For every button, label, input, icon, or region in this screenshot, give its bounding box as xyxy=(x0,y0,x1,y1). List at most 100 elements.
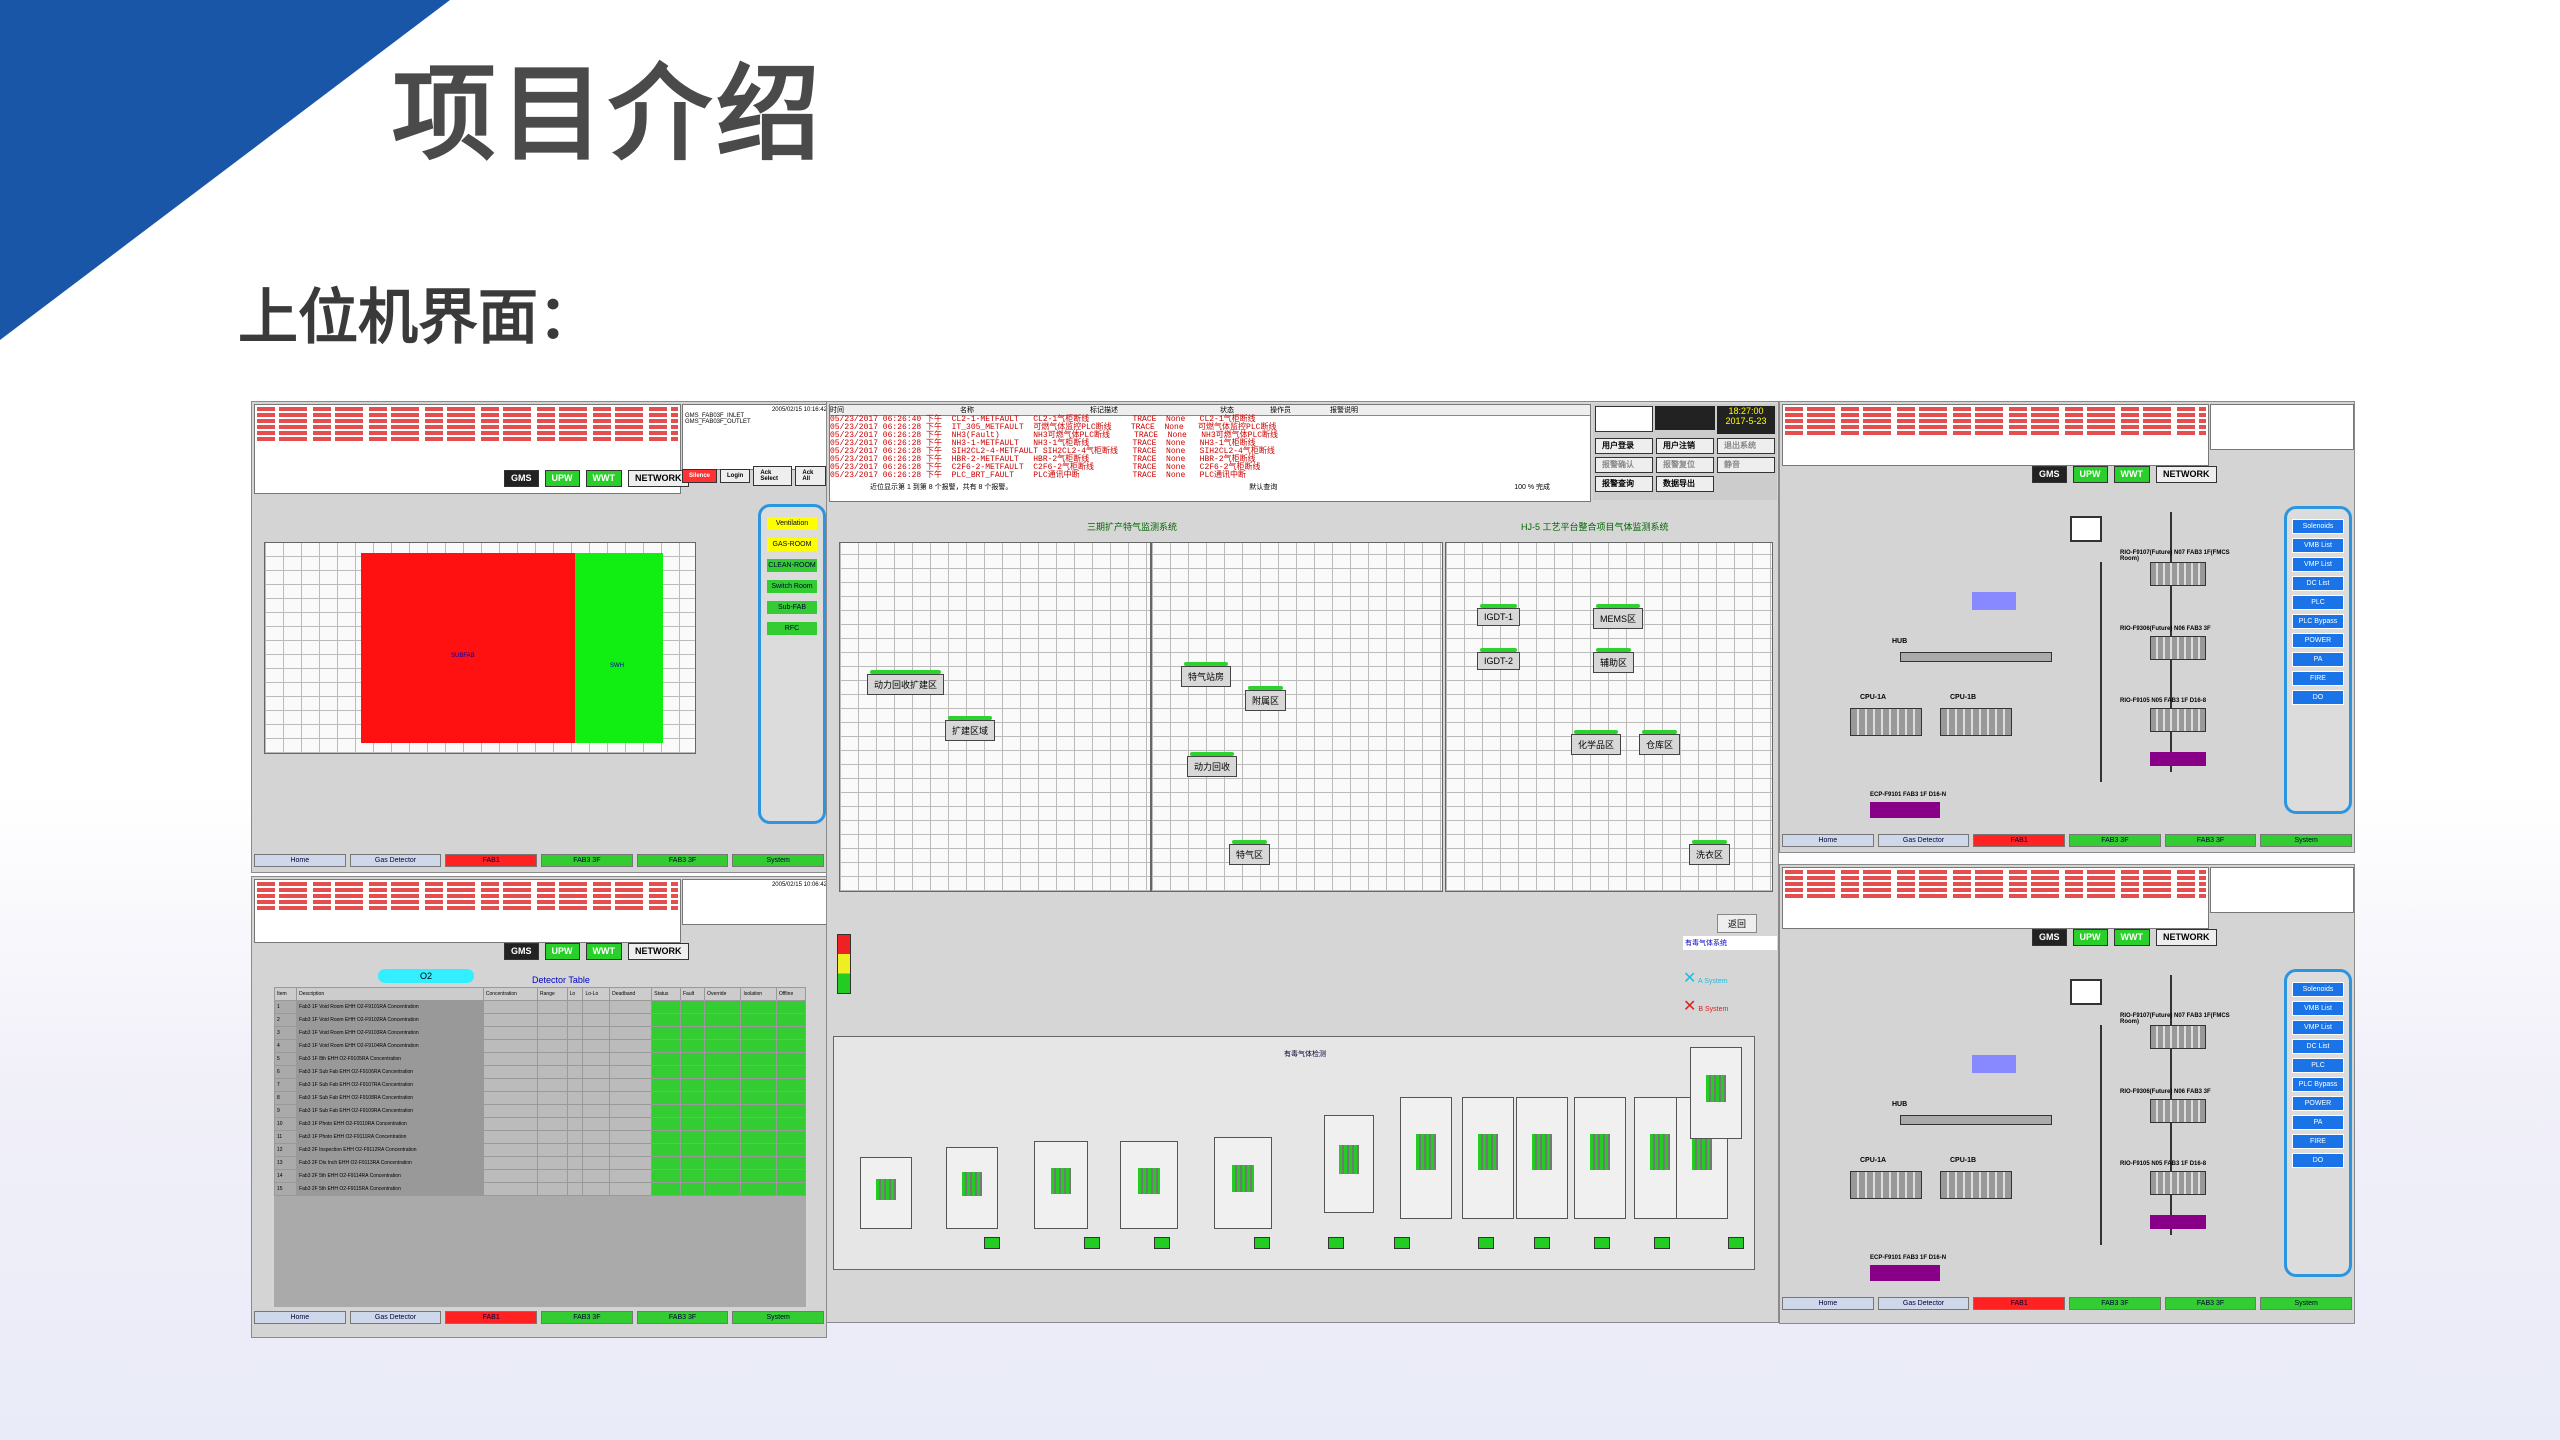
area-tag[interactable]: 动力回收扩建区 xyxy=(867,670,945,695)
network-button[interactable]: NETWORK xyxy=(2156,466,2217,483)
alarm-reset-button[interactable]: 报警复位 xyxy=(1656,457,1714,473)
nav-fab3b[interactable]: FAB3 3F xyxy=(636,1311,729,1324)
sidebar-button[interactable]: PLC Bypass xyxy=(2292,614,2344,629)
network-button[interactable]: NETWORK xyxy=(628,470,689,487)
area-tag[interactable]: 仓库区 xyxy=(1639,730,1681,755)
table-header[interactable]: Deadband xyxy=(609,987,653,1001)
alarm-row[interactable]: 05/23/2017 06:26:28 下午 NH3(Fault) NH3可燃气… xyxy=(830,431,1279,440)
wwt-button[interactable]: WWT xyxy=(2113,929,2151,946)
sidebar-button[interactable]: FIRE xyxy=(2292,1134,2344,1149)
table-header[interactable]: Lo-Lo xyxy=(582,987,611,1001)
area-tag[interactable]: 扩建区域 xyxy=(945,716,996,741)
wwt-button[interactable]: WWT xyxy=(585,943,623,960)
nav-fab1[interactable]: FAB1 xyxy=(1973,1297,2066,1310)
alarm-query-button[interactable]: 报警查询 xyxy=(1595,476,1653,492)
alarm-list[interactable] xyxy=(1782,867,2209,929)
upw-button[interactable]: UPW xyxy=(2072,466,2108,483)
sidebar-button[interactable]: PLC xyxy=(2292,595,2344,610)
ack-all-button[interactable]: Ack All xyxy=(795,466,826,486)
area-tag[interactable]: 洗衣区 xyxy=(1689,840,1731,865)
gms-button[interactable]: GMS xyxy=(504,943,539,960)
alarm-row[interactable]: 05/23/2017 06:26:40 下午 CL2-1-METFAULT CL… xyxy=(830,415,1256,424)
gms-button[interactable]: GMS xyxy=(504,470,539,487)
subfab-zone[interactable]: SUBFAB xyxy=(361,553,575,743)
sidebar-button[interactable]: DO xyxy=(2292,690,2344,705)
ack-select-button[interactable]: Ack Select xyxy=(753,466,793,486)
sidebar-button[interactable]: DC List xyxy=(2292,576,2344,591)
upw-button[interactable]: UPW xyxy=(544,943,580,960)
nav-fab1[interactable]: FAB1 xyxy=(1973,834,2066,847)
sidebar-button[interactable]: POWER xyxy=(2292,633,2344,648)
upw-button[interactable]: UPW xyxy=(2072,929,2108,946)
sidebar-button[interactable]: FIRE xyxy=(2292,671,2344,686)
gas-room-button[interactable]: GAS-ROOM xyxy=(767,538,817,551)
alarm-row[interactable]: 05/23/2017 06:26:28 下午 PLC_BRT_FAULT PLC… xyxy=(830,471,1247,480)
gas-cabinet[interactable] xyxy=(860,1157,912,1229)
gas-cabinet[interactable] xyxy=(946,1147,998,1229)
nav-system[interactable]: System xyxy=(2260,1297,2353,1310)
sidebar-button[interactable]: PA xyxy=(2292,652,2344,667)
table-header[interactable]: Range xyxy=(537,987,568,1001)
nav-fab3[interactable]: FAB3 3F xyxy=(2069,834,2161,847)
sidebar-button[interactable]: DO xyxy=(2292,1153,2344,1168)
area-tag[interactable]: 化学品区 xyxy=(1571,730,1622,755)
gas-cabinet[interactable] xyxy=(1120,1141,1178,1229)
exit-button[interactable]: 退出系统 xyxy=(1717,438,1775,454)
gas-selector[interactable]: O2 xyxy=(378,969,474,983)
nav-system[interactable]: System xyxy=(732,854,825,867)
area-tag[interactable]: MEMS区 xyxy=(1593,604,1644,629)
col-header[interactable]: 时间 xyxy=(830,407,844,414)
table-header[interactable]: Description xyxy=(296,987,484,1001)
wwt-button[interactable]: WWT xyxy=(2113,466,2151,483)
sidebar-button[interactable]: Solenoids xyxy=(2292,519,2344,534)
alarm-list[interactable] xyxy=(1782,404,2209,466)
alarm-list[interactable] xyxy=(254,879,681,943)
nav-system[interactable]: System xyxy=(2260,834,2353,847)
silence-button[interactable]: 静音 xyxy=(1717,457,1775,473)
data-export-button[interactable]: 数据导出 xyxy=(1656,476,1714,492)
alarm-row[interactable]: 05/23/2017 06:26:28 下午 HBR-2-METFAULT HB… xyxy=(830,455,1256,464)
alarm-row[interactable]: 05/23/2017 06:26:28 下午 IT_305_METFAULT 可… xyxy=(830,423,1277,432)
alarm-row[interactable]: 05/23/2017 06:26:28 下午 C2F6-2-METFAULT C… xyxy=(830,463,1261,472)
nav-gas-detector[interactable]: Gas Detector xyxy=(349,1311,442,1324)
table-header[interactable]: Concentration xyxy=(482,987,539,1001)
table-header[interactable]: Offline xyxy=(775,987,807,1001)
nav-fab3[interactable]: FAB3 3F xyxy=(541,854,633,867)
alarm-ack-button[interactable]: 报警确认 xyxy=(1595,457,1653,473)
col-header[interactable]: 名称 xyxy=(960,407,974,414)
nav-fab3[interactable]: FAB3 3F xyxy=(541,1311,633,1324)
col-header[interactable]: 标记描述 xyxy=(1090,407,1118,414)
nav-fab3b[interactable]: FAB3 3F xyxy=(2164,1297,2257,1310)
gas-cabinet[interactable] xyxy=(1462,1097,1514,1219)
sidebar-button[interactable]: VMP List xyxy=(2292,557,2344,572)
gms-button[interactable]: GMS xyxy=(2032,466,2067,483)
sidebar-button[interactable]: PLC Bypass xyxy=(2292,1077,2344,1092)
gas-cabinet[interactable] xyxy=(1516,1097,1568,1219)
table-header[interactable]: Status xyxy=(651,987,681,1001)
ventilation-button[interactable]: Ventilation xyxy=(767,517,817,530)
sidebar-button[interactable]: VMB List xyxy=(2292,538,2344,553)
area-tag[interactable]: 特气区 xyxy=(1229,840,1271,865)
gms-button[interactable]: GMS xyxy=(2032,929,2067,946)
back-button[interactable]: 返回 xyxy=(1717,914,1758,933)
nav-home[interactable]: Home xyxy=(254,1311,346,1324)
silence-button[interactable]: Silence xyxy=(682,469,718,483)
area-tag[interactable]: IGDT-2 xyxy=(1477,648,1521,670)
nav-fab3[interactable]: FAB3 3F xyxy=(2069,1297,2161,1310)
col-header[interactable]: 状态 xyxy=(1220,407,1234,414)
gas-cabinet[interactable] xyxy=(1690,1047,1742,1139)
gas-cabinet[interactable] xyxy=(1034,1141,1088,1229)
clean-room-button[interactable]: CLEAN-ROOM xyxy=(767,559,817,572)
nav-home[interactable]: Home xyxy=(1782,1297,1874,1310)
table-header[interactable]: Item xyxy=(273,987,298,1001)
